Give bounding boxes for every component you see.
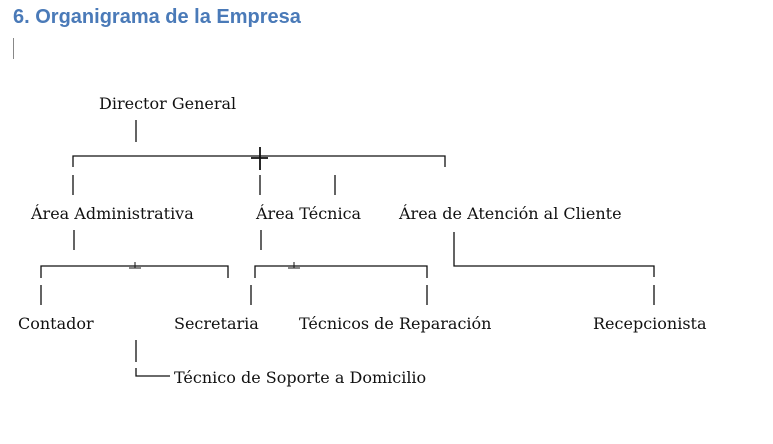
section-heading: 6. Organigrama de la Empresa (13, 6, 301, 28)
node-area-atencion-cliente: Área de Atención al Cliente (399, 204, 622, 223)
node-recepcionista: Recepcionista (593, 314, 707, 333)
node-secretaria: Secretaria (174, 314, 259, 333)
node-tecnico-soporte: Técnico de Soporte a Domicilio (174, 368, 427, 387)
node-contador: Contador (18, 314, 94, 333)
text-cursor (13, 38, 14, 59)
node-director-general: Director General (99, 94, 237, 113)
node-tecnicos-reparacion: Técnicos de Reparación (299, 314, 492, 333)
node-area-tecnica: Área Técnica (256, 204, 362, 223)
node-area-administrativa: Área Administrativa (31, 204, 194, 223)
